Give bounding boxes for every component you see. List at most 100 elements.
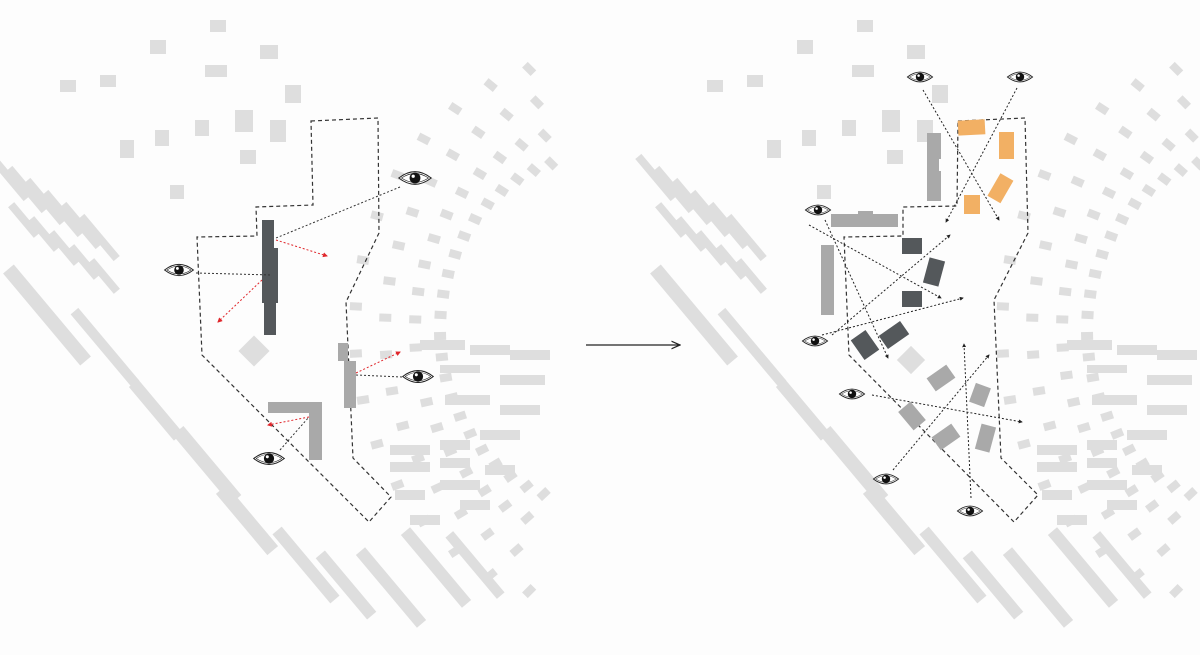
context-building — [427, 233, 441, 245]
context-building — [510, 350, 550, 360]
context-building — [529, 95, 545, 110]
context-building — [411, 286, 425, 297]
context-building — [395, 490, 425, 500]
context-building — [445, 531, 505, 599]
context-building — [1092, 531, 1152, 599]
context-building — [70, 307, 140, 388]
context-building — [215, 484, 279, 556]
context-building — [1037, 445, 1077, 455]
context-building — [747, 75, 763, 87]
context-building — [526, 163, 541, 178]
existing-building-grey — [338, 343, 356, 408]
site-boundary — [196, 117, 392, 523]
context-building — [1144, 499, 1160, 513]
context-building — [240, 150, 256, 164]
context-building — [509, 543, 524, 558]
context-building — [379, 350, 393, 360]
context-building — [448, 248, 463, 260]
context-building — [1083, 289, 1097, 299]
context-building — [88, 258, 120, 294]
eye-icon — [1006, 71, 1034, 83]
view-lines — [195, 186, 403, 451]
context-building — [416, 132, 431, 146]
context-building — [1132, 465, 1162, 475]
context-building — [441, 268, 455, 279]
existing-building-grey — [831, 211, 898, 227]
context-building — [1104, 230, 1119, 242]
context-building — [1127, 197, 1142, 211]
eye-icon — [838, 388, 866, 400]
context-building — [1042, 420, 1057, 432]
context-building — [1077, 421, 1091, 434]
context-building — [1114, 213, 1130, 226]
context-building — [962, 550, 1024, 620]
context-building — [1107, 500, 1137, 510]
context-building — [459, 466, 474, 479]
context-building — [1070, 175, 1085, 188]
context-building — [235, 110, 253, 132]
context-building — [8, 202, 40, 238]
new-buildings-orange — [957, 119, 1014, 214]
context-building — [1059, 370, 1073, 381]
context-building — [1176, 95, 1192, 110]
context-building — [1037, 462, 1077, 472]
context-building — [1086, 208, 1101, 221]
context-building — [349, 349, 363, 358]
context-building — [471, 125, 486, 139]
context-building — [1058, 286, 1072, 297]
context-building — [210, 20, 226, 32]
context-building — [480, 197, 495, 211]
context-building — [797, 40, 813, 54]
context-building — [1183, 487, 1198, 502]
new-building-orange — [999, 132, 1014, 159]
context-building — [1003, 255, 1017, 265]
context-building — [1157, 350, 1197, 360]
context-building — [128, 379, 184, 441]
context-building — [1157, 172, 1172, 186]
context-building — [68, 244, 100, 280]
context-building — [536, 487, 551, 502]
context-building — [882, 110, 900, 132]
context-building — [887, 150, 903, 164]
context-building — [42, 189, 84, 238]
context-building — [725, 213, 767, 262]
context-building — [395, 420, 410, 432]
context-building — [932, 85, 948, 103]
context-building — [1094, 102, 1110, 116]
context-building — [1147, 405, 1187, 415]
context-building — [919, 526, 987, 604]
existing-building-grey — [927, 133, 941, 201]
context-building — [1063, 132, 1078, 146]
context-building — [1057, 515, 1087, 525]
context-building — [1147, 375, 1192, 385]
context-building — [391, 240, 406, 251]
panel-before — [164, 117, 434, 523]
context-building — [819, 426, 889, 504]
context-building — [120, 140, 134, 158]
context-building — [689, 189, 731, 238]
panel-after — [801, 71, 1039, 523]
context-building — [1047, 527, 1119, 608]
context-building — [1173, 163, 1188, 178]
context-building — [370, 210, 384, 222]
context-building — [802, 130, 816, 146]
context-building — [1156, 543, 1171, 558]
context-building — [440, 440, 470, 450]
context-building — [1191, 156, 1200, 171]
context-building — [1118, 125, 1133, 139]
context-building — [78, 213, 120, 262]
context-building — [514, 137, 529, 152]
context-building — [707, 80, 723, 92]
context-building — [315, 550, 377, 620]
context-building — [1092, 395, 1137, 405]
context-building — [3, 264, 91, 366]
context-building — [1038, 240, 1053, 251]
context-building — [1169, 583, 1184, 599]
context-building — [520, 510, 535, 525]
context-building — [1088, 268, 1102, 279]
context-building — [842, 120, 856, 136]
context-building — [500, 375, 545, 385]
context-building — [1117, 345, 1157, 355]
context-building — [767, 140, 781, 158]
